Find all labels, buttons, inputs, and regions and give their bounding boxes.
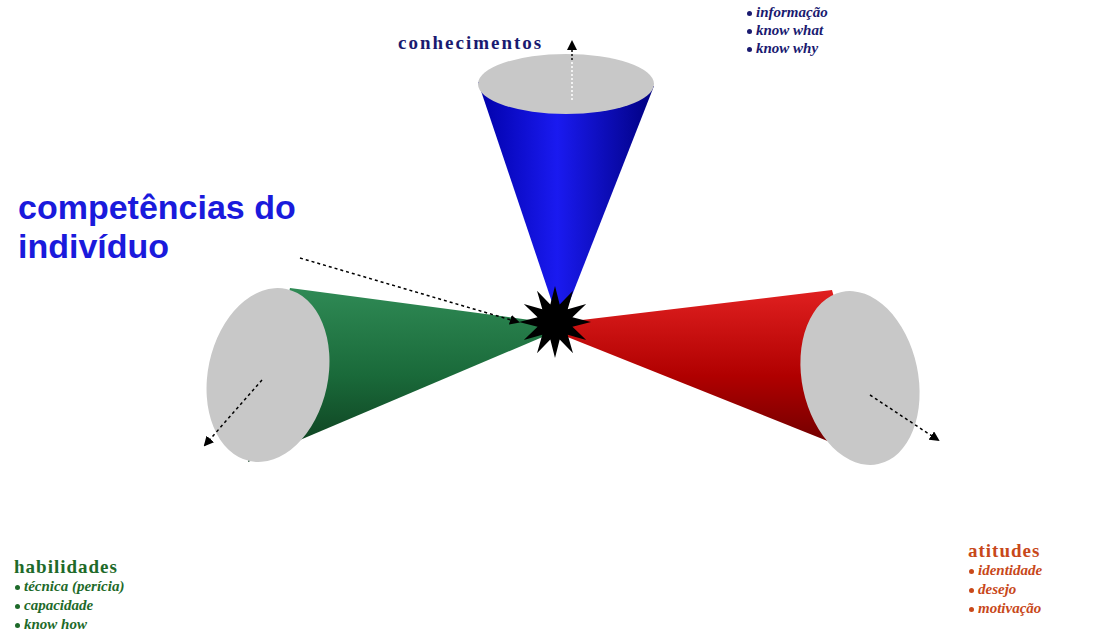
bullet-item: motivação: [978, 600, 1041, 617]
bullet-dot: [747, 47, 752, 52]
leader-line: [870, 395, 938, 440]
cone-base: [191, 276, 345, 473]
dimension-title: atitudes: [968, 540, 1040, 562]
bullet-dot: [969, 588, 974, 593]
bullet-item: know why: [756, 40, 818, 57]
bullet-dot: [15, 604, 20, 609]
leader-line: [205, 380, 262, 445]
bullet-dot: [15, 585, 20, 590]
bullet-dot: [15, 623, 20, 628]
cone-base: [478, 54, 654, 114]
bullet-dot: [969, 607, 974, 612]
leader-line: [300, 258, 518, 322]
bullet-item: know how: [24, 616, 87, 633]
bullet-item: técnica (perícia): [24, 578, 124, 595]
bullet-item: informação: [756, 4, 828, 21]
central-title: competências do indivíduo: [18, 188, 298, 266]
knowledge-cone: [478, 82, 654, 326]
bullet-item: know what: [756, 22, 823, 39]
cone-base: [785, 280, 935, 476]
center-star: [519, 286, 591, 358]
leader-line: [571, 42, 573, 100]
bullet-dot: [747, 11, 752, 16]
bullet-item: identidade: [978, 562, 1042, 579]
dimension-title: conhecimentos: [398, 32, 543, 54]
bullet-dot: [747, 29, 752, 34]
bullet-dot: [969, 569, 974, 574]
bullet-item: capacidade: [24, 597, 93, 614]
leader-line: [571, 42, 573, 60]
dimension-title: habilidades: [14, 556, 118, 578]
bullet-item: desejo: [978, 581, 1016, 598]
